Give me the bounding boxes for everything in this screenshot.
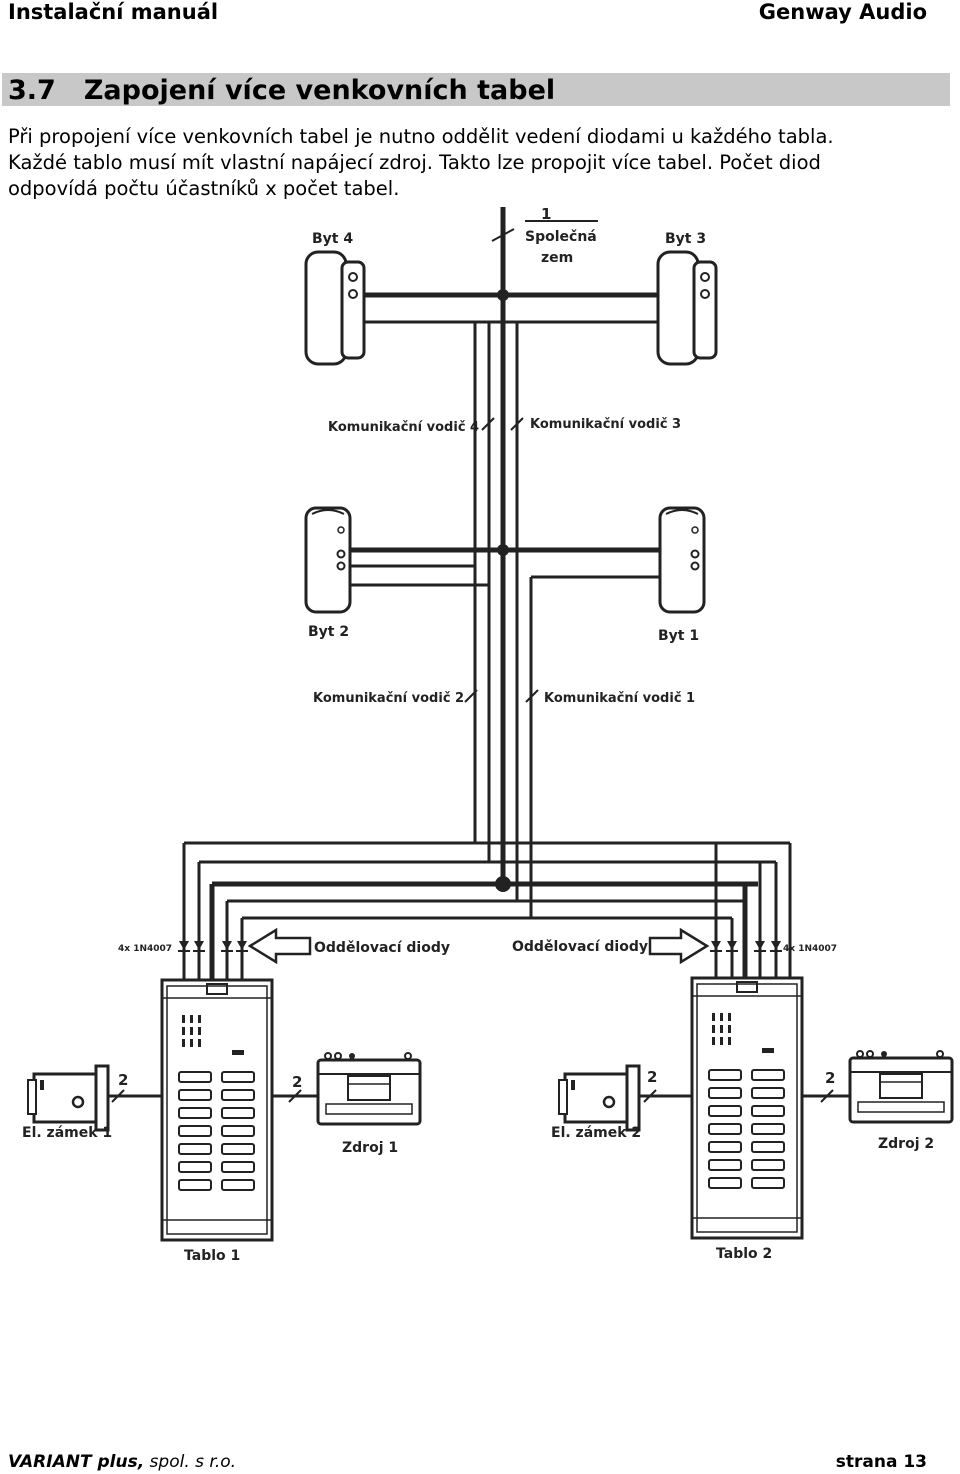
header-right: Genway Audio: [758, 0, 927, 24]
header-left: Instalační manuál: [8, 0, 219, 24]
label-wire2: Komunikační vodič 2: [313, 691, 464, 706]
label-panel1: Tablo 1: [184, 1248, 240, 1264]
intercom-byt4: [304, 250, 366, 366]
label-common-ground: Společná: [525, 229, 597, 245]
section-number: 3.7: [8, 75, 56, 106]
page-header: Instalační manuál Genway Audio: [8, 0, 927, 24]
label-byt2: Byt 2: [308, 624, 349, 640]
intro-paragraph: Při propojení více venkovních tabel je n…: [8, 124, 948, 202]
label-diodes-right: Oddělovací diody: [512, 939, 648, 955]
main-wires: [102, 207, 850, 1103]
label-panel2: Tablo 2: [716, 1246, 772, 1262]
label-lock1: El. zámek 1: [22, 1125, 112, 1141]
arrow-left-icon: [247, 927, 312, 965]
footer-company: VARIANT plus, spol. s r.o.: [8, 1452, 236, 1472]
footer-company-rest: spol. s r.o.: [144, 1452, 237, 1472]
paragraph-line: Každé tablo musí mít vlastní napájecí zd…: [8, 151, 821, 174]
section-heading: 3.7 Zapojení více venkovních tabel: [2, 73, 950, 106]
label-psu1: Zdroj 1: [342, 1140, 398, 1156]
label-diodes-left: Oddělovací diody: [314, 940, 450, 956]
paragraph-line: Při propojení více venkovních tabel je n…: [8, 125, 834, 148]
electric-lock-2: [557, 1064, 641, 1132]
label-byt4: Byt 4: [312, 231, 353, 247]
door-panel-1: [160, 978, 274, 1242]
power-supply-1: [316, 1051, 422, 1126]
arrow-right-icon: [648, 927, 710, 965]
label-common-ground-2: zem: [541, 250, 573, 266]
label-lock2: El. zámek 2: [551, 1125, 641, 1141]
label-wire1: Komunikační vodič 1: [544, 691, 695, 706]
label-wire-1: 1: [541, 205, 551, 223]
label-wire4: Komunikační vodič 4: [328, 420, 479, 435]
label-2: 2: [647, 1068, 657, 1086]
door-panel-2: [690, 976, 804, 1240]
page-footer: VARIANT plus, spol. s r.o. strana 13: [8, 1452, 927, 1472]
intercom-byt2: [304, 506, 352, 614]
footer-page-number: strana 13: [835, 1452, 927, 1472]
label-wire3: Komunikační vodič 3: [530, 417, 681, 432]
label-byt1: Byt 1: [658, 628, 699, 644]
footer-company-bold: VARIANT plus,: [8, 1452, 145, 1472]
label-diode-type-left: 4x 1N4007: [118, 944, 172, 954]
intercom-byt1: [658, 506, 706, 614]
label-psu2: Zdroj 2: [878, 1136, 934, 1152]
label-2: 2: [292, 1073, 302, 1091]
intercom-byt3: [656, 250, 718, 366]
label-2: 2: [118, 1071, 128, 1089]
paragraph-line: odpovídá počtu účastníků x počet tabel.: [8, 177, 400, 200]
label-2: 2: [825, 1069, 835, 1087]
label-diode-type-right: 4x 1N4007: [783, 944, 837, 954]
power-supply-2: [848, 1049, 954, 1124]
section-title: Zapojení více venkovních tabel: [83, 75, 556, 106]
label-byt3: Byt 3: [665, 231, 706, 247]
electric-lock-1: [26, 1064, 110, 1132]
